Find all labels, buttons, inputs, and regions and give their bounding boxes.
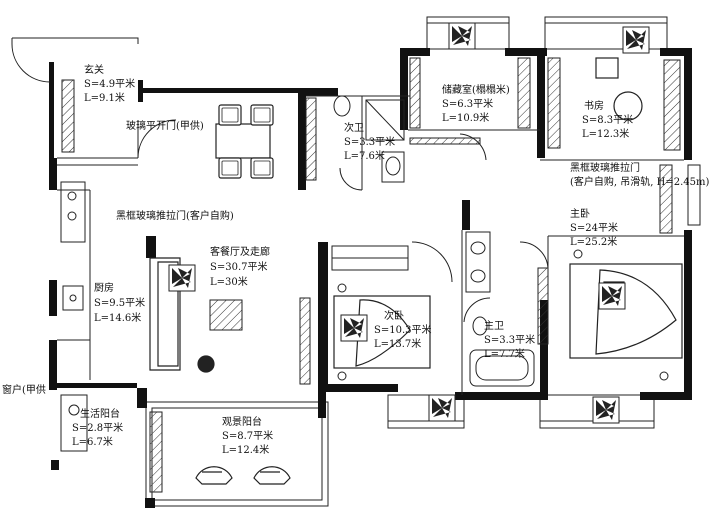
- entry-name: 玄关: [84, 65, 104, 76]
- bath-fixtures: [333, 95, 535, 387]
- storage-name: 储藏室(榻榻米): [442, 85, 510, 96]
- kitchen-name: 厨房: [94, 283, 114, 294]
- master-name: 主卧: [570, 209, 590, 220]
- bath2-area: S=3.3平米: [344, 137, 396, 148]
- interior-lines: [11, 43, 684, 395]
- utility-area: S=2.8平米: [72, 423, 124, 434]
- balcony-name: 观景阳台: [222, 417, 262, 428]
- glass-door-note: 玻璃平开门(甲供): [126, 121, 204, 132]
- bed2-perimeter: L=13.7米: [374, 339, 422, 350]
- bath1-name: 主卫: [484, 321, 504, 332]
- kitchen-fixtures: [60, 181, 88, 452]
- utility-name: 生活阳台: [80, 409, 120, 420]
- utility-perimeter: L=6.7米: [72, 437, 113, 448]
- bed2-area: S=10.3平米: [374, 325, 432, 336]
- window-note: 窗户(甲供: [2, 385, 46, 396]
- study-area: S=8.3平米: [582, 115, 634, 126]
- walls: [49, 48, 692, 508]
- bed2-name: 次卧: [384, 311, 404, 322]
- storage-area: S=6.3平米: [442, 99, 494, 110]
- master-perimeter: L=25.2米: [570, 237, 618, 248]
- lounge-chairs: [195, 466, 291, 485]
- bath1-perimeter: L=7.7米: [484, 349, 525, 360]
- living-perimeter: L=30米: [210, 277, 248, 288]
- glass-panels: [61, 57, 681, 493]
- kitchen-area: S=9.5平米: [94, 298, 146, 309]
- study-perimeter: L=12.3米: [582, 129, 630, 140]
- master-area: S=24平米: [570, 223, 618, 234]
- storage-perimeter: L=10.9米: [442, 113, 490, 124]
- entry-area: S=4.9平米: [84, 79, 136, 90]
- study-name: 书房: [584, 101, 604, 112]
- bath1-area: S=3.3平米: [484, 335, 536, 346]
- bath2-name: 次卫: [344, 123, 364, 134]
- bath2-perimeter: L=7.6米: [344, 151, 385, 162]
- markers: [337, 249, 669, 381]
- study-sliding-note-1: 黑框玻璃推拉门: [570, 163, 640, 174]
- balcony-perimeter: L=12.4米: [222, 445, 270, 456]
- study-sliding-note-2: (客户自购, 吊滑轨, H=2.45m): [570, 177, 710, 188]
- dining-table: [215, 104, 274, 179]
- kitchen-perimeter: L=14.6米: [94, 313, 142, 324]
- entry-perimeter: L=9.1米: [84, 93, 125, 104]
- kitchen-sliding-note: 黑框玻璃推拉门(客户自购): [116, 211, 234, 222]
- living-name: 客餐厅及走廊: [210, 247, 270, 258]
- balcony-area: S=8.7平米: [222, 431, 274, 442]
- living-area: S=30.7平米: [210, 262, 268, 273]
